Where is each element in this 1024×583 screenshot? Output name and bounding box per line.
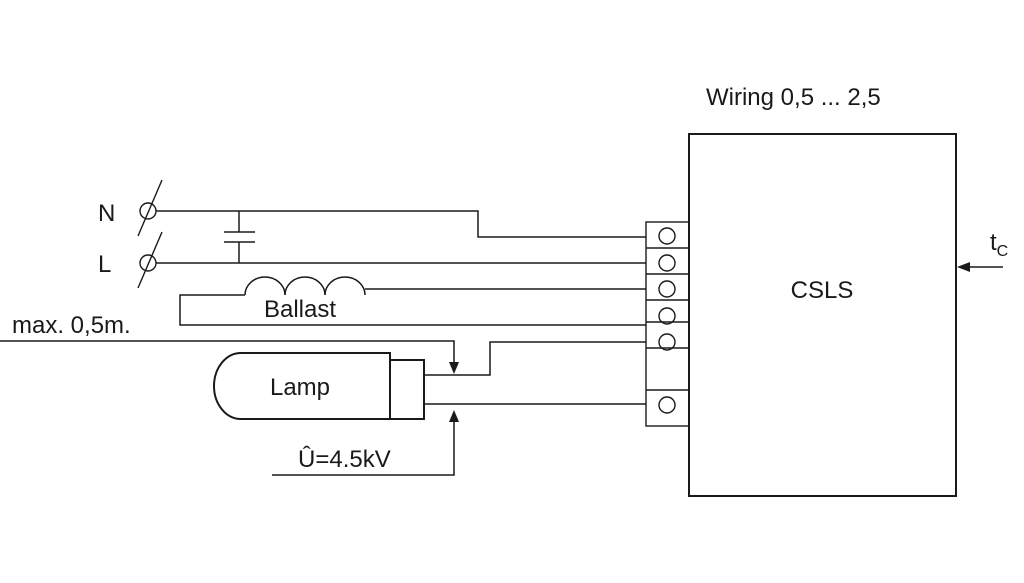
terminal-screw-icon bbox=[658, 254, 676, 272]
line-label: L bbox=[98, 251, 111, 278]
inductor-icon bbox=[244, 276, 366, 296]
max-length-arrow-icon bbox=[0, 340, 459, 374]
line-terminal-icon bbox=[137, 231, 163, 289]
controller-label: CSLS bbox=[791, 277, 854, 304]
capacitor-icon bbox=[224, 211, 255, 263]
terminal-screw-icon bbox=[658, 280, 676, 298]
terminal-screw-icon bbox=[658, 227, 676, 245]
controller-box bbox=[688, 133, 957, 497]
neutral-wire bbox=[156, 210, 646, 238]
terminal-block bbox=[645, 221, 690, 427]
max-length-label: max. 0,5m. bbox=[12, 312, 131, 339]
tc-arrow-icon bbox=[957, 262, 1003, 272]
tc-label: tC bbox=[990, 229, 1008, 260]
wiring-label: Wiring 0,5 ... 2,5 bbox=[706, 84, 881, 111]
neutral-label: N bbox=[98, 200, 115, 227]
terminal-screw-icon bbox=[658, 307, 676, 325]
lamp-icon bbox=[213, 352, 425, 420]
lamp-wire-upper bbox=[424, 341, 646, 376]
neutral-terminal-icon bbox=[137, 179, 163, 237]
voltage-label: Û=4.5kV bbox=[298, 445, 391, 473]
lamp-label: Lamp bbox=[270, 374, 330, 401]
terminal-screw-icon bbox=[658, 396, 676, 414]
ballast-label: Ballast bbox=[264, 296, 336, 323]
ballast-return-wire bbox=[179, 294, 646, 326]
terminal-screw-icon bbox=[658, 333, 676, 351]
voltage-arrow-icon bbox=[272, 410, 459, 476]
